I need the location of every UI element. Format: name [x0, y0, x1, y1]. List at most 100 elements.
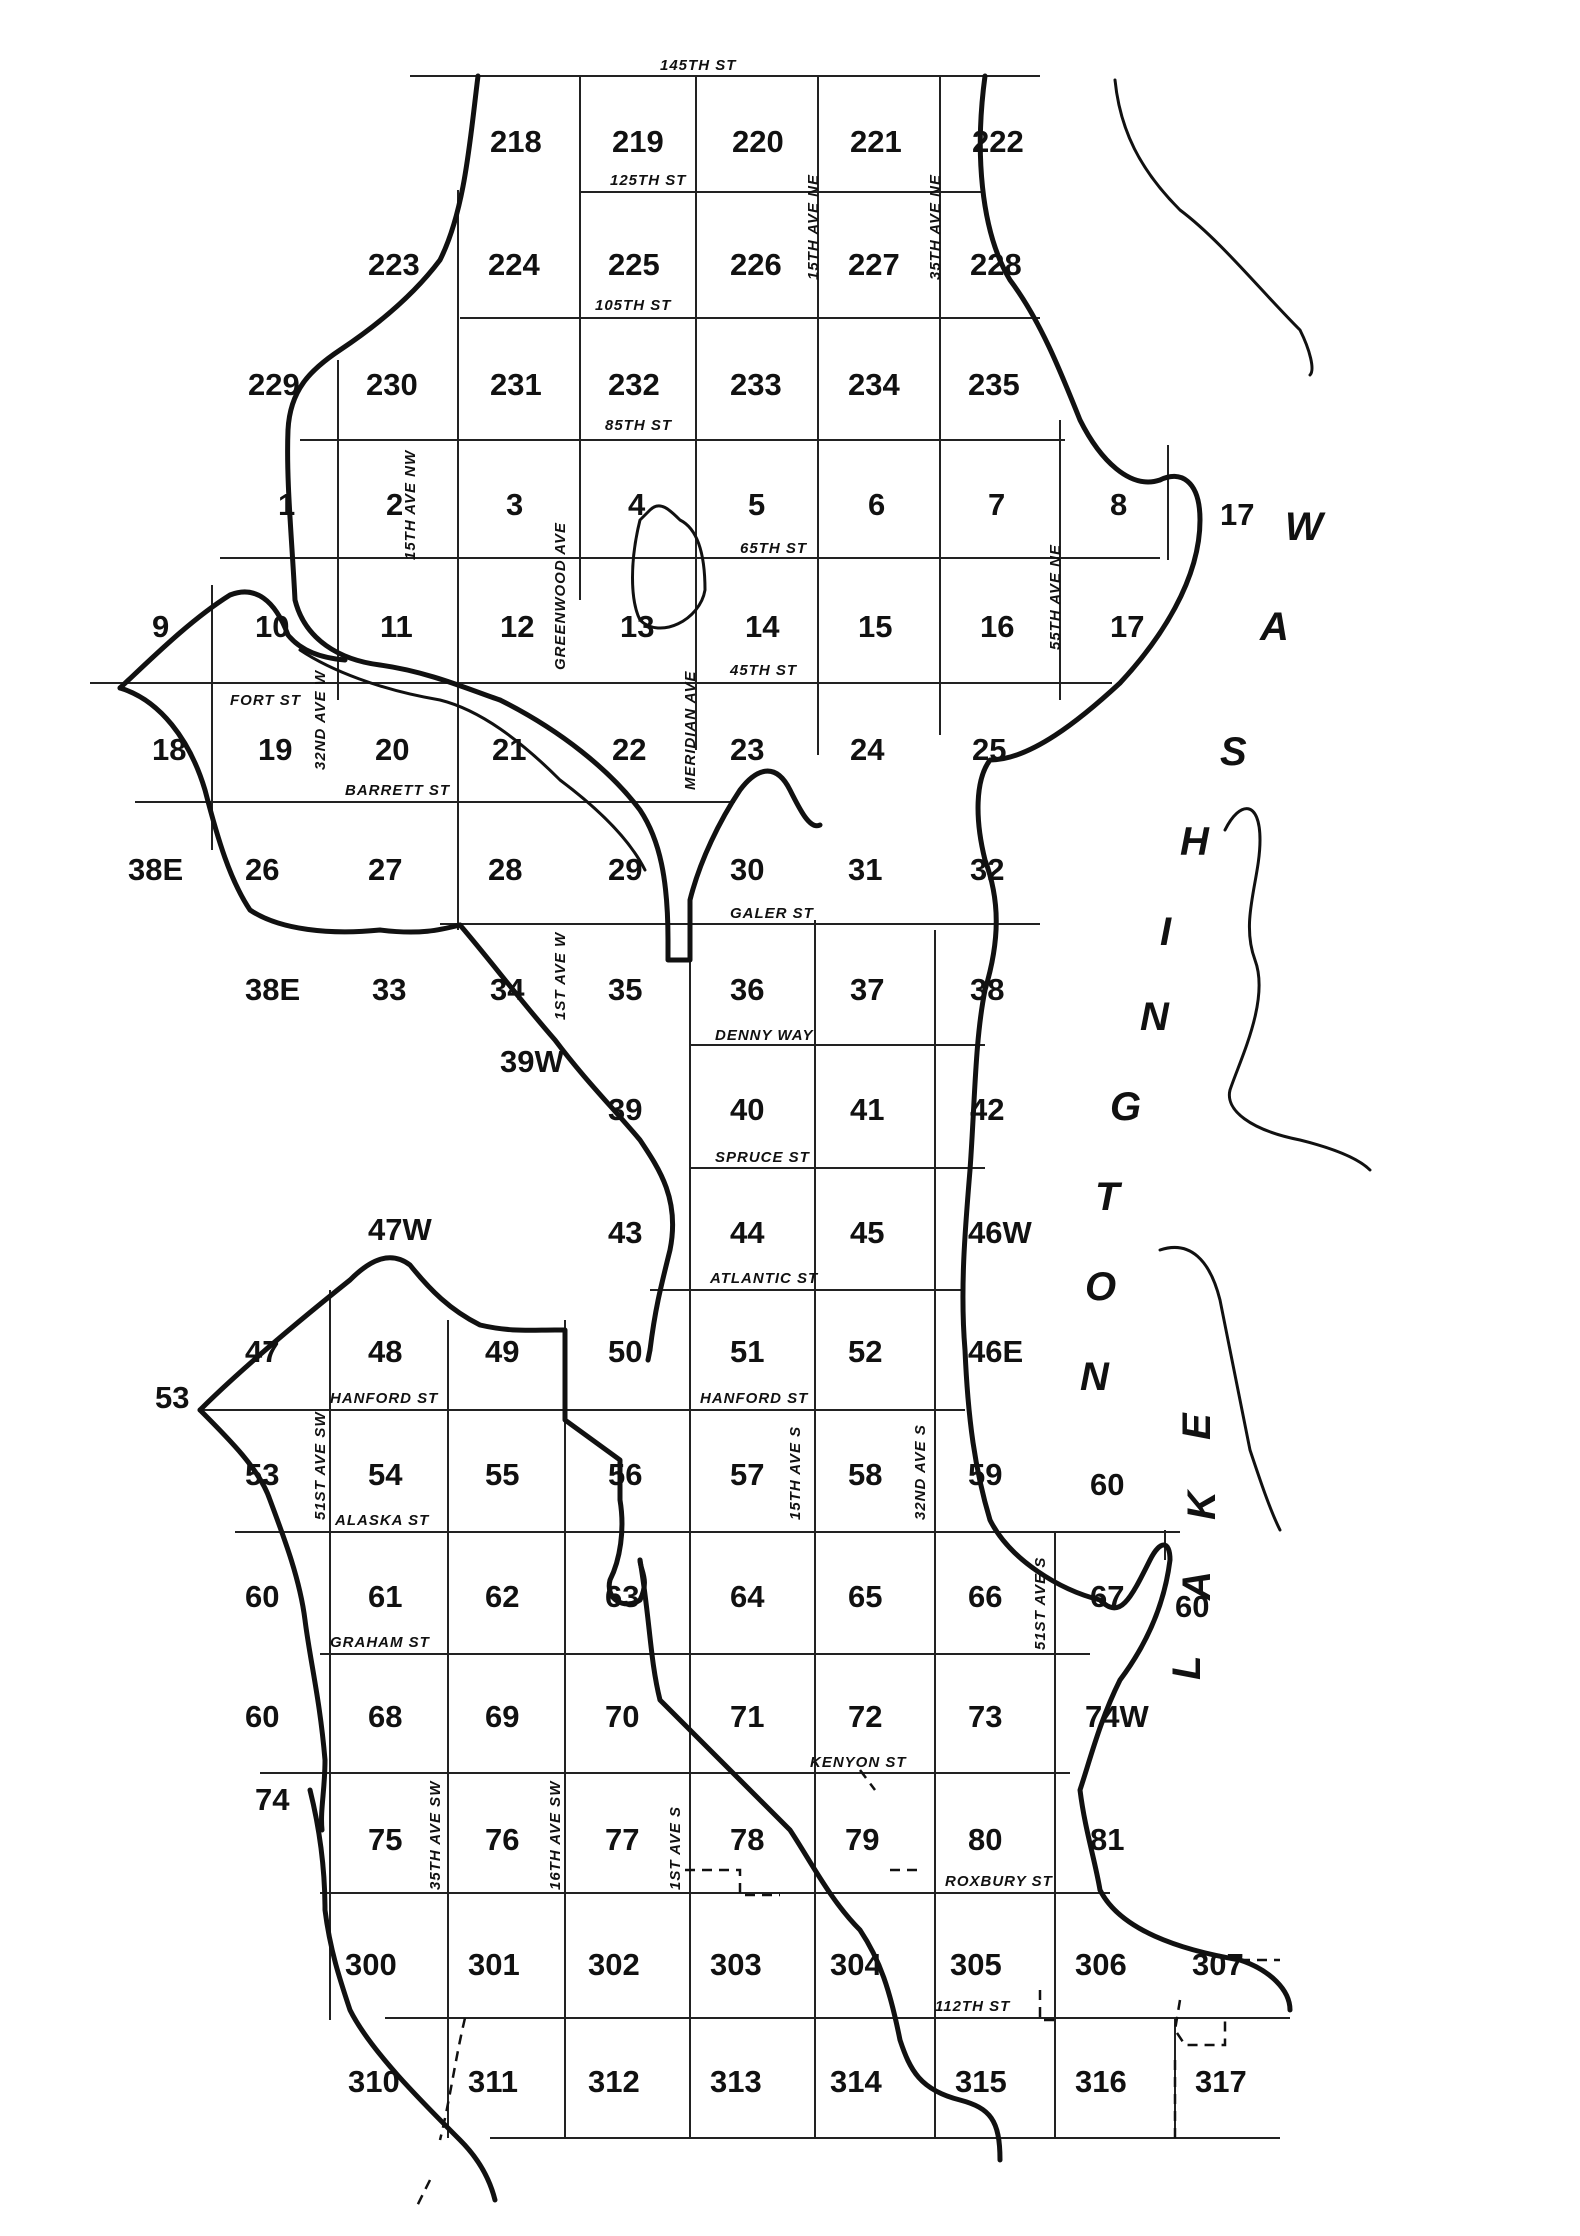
- street-denny-way: DENNY WAY: [715, 1027, 814, 1044]
- elliott-bay-shore: [457, 922, 676, 1353]
- section-number: 224: [488, 247, 540, 282]
- section-number: 312: [588, 2064, 640, 2099]
- section-number: 59: [968, 1457, 1002, 1492]
- section-number: 62: [485, 1579, 519, 1614]
- lake-washington-west-shore: [960, 73, 1293, 2013]
- section-number: 70: [605, 1699, 639, 1734]
- section-number: 10: [255, 609, 289, 644]
- section-number: 17: [1220, 497, 1254, 532]
- section-number: 68: [368, 1699, 402, 1734]
- section-number: 32: [970, 852, 1004, 887]
- section-number: 221: [850, 124, 902, 159]
- section-number: 307: [1192, 1947, 1244, 1982]
- section-number: 53: [245, 1457, 279, 1492]
- section-number: 29: [608, 852, 642, 887]
- section-number: 74: [255, 1782, 290, 1817]
- section-number: 311: [468, 2064, 518, 2099]
- street-16th-ave-sw: 16TH AVE SW: [547, 1780, 564, 1890]
- section-number: 76: [485, 1822, 519, 1857]
- section-number: 229: [248, 367, 300, 402]
- street-125th-st: 125TH ST: [610, 172, 687, 189]
- shilshole-bay: [117, 589, 348, 691]
- section-number: 230: [366, 367, 418, 402]
- section-number: 23: [730, 732, 764, 767]
- lake-east-shore-mid: [1223, 807, 1372, 1172]
- lake-letter: N: [1080, 1355, 1110, 1399]
- section-number: 67: [1090, 1579, 1124, 1614]
- section-number: 54: [368, 1457, 403, 1492]
- section-number: 28: [488, 852, 522, 887]
- shorelines: [117, 73, 1372, 2211]
- lake-letter: S: [1220, 730, 1247, 774]
- lake-letter: G: [1110, 1085, 1141, 1129]
- city-limit-dashes: [413, 1769, 1280, 2211]
- lake-letter: A: [1175, 1571, 1219, 1601]
- section-number: 231: [490, 367, 542, 402]
- section-number: 25: [972, 732, 1006, 767]
- section-number: 40: [730, 1092, 764, 1127]
- section-number: 43: [608, 1215, 642, 1250]
- section-number: 13: [620, 609, 654, 644]
- lake-east-shore-north: [1113, 78, 1314, 377]
- street-hanford-st-e: HANFORD ST: [700, 1390, 809, 1407]
- alki-shore: [197, 1407, 328, 1833]
- street-15th-ave-ne: 15TH AVE NE: [805, 174, 822, 280]
- section-number: 39W: [500, 1044, 564, 1079]
- street-32nd-ave-w: 32ND AVE W: [312, 669, 329, 770]
- section-number: 4: [628, 487, 646, 522]
- section-number: 1: [278, 487, 295, 522]
- section-number: 47: [245, 1334, 279, 1369]
- section-number: 232: [608, 367, 660, 402]
- puget-sound-north-shore: [285, 73, 503, 703]
- section-number: 77: [605, 1822, 639, 1857]
- section-number: 300: [345, 1947, 397, 1982]
- section-number: 66: [968, 1579, 1002, 1614]
- lake-letter: N: [1140, 995, 1170, 1039]
- section-number: 71: [730, 1699, 764, 1734]
- section-numbers: 218 219 220 221 222 223 224 225 226 227 …: [128, 124, 1254, 2099]
- section-number: 317: [1195, 2064, 1247, 2099]
- lake-letter: E: [1175, 1412, 1219, 1440]
- section-number: 16: [980, 609, 1014, 644]
- section-number: 33: [372, 972, 406, 1007]
- section-number: 310: [348, 2064, 400, 2099]
- section-number: 316: [1075, 2064, 1127, 2099]
- section-number: 313: [710, 2064, 762, 2099]
- section-number: 45: [850, 1215, 884, 1250]
- street-atlantic-st: ATLANTIC ST: [709, 1270, 819, 1287]
- section-number: 75: [368, 1822, 402, 1857]
- lake-letter: I: [1160, 910, 1172, 954]
- section-number: 303: [710, 1947, 762, 1982]
- section-number: 223: [368, 247, 420, 282]
- section-number: 15: [858, 609, 892, 644]
- section-number: 47W: [368, 1212, 432, 1247]
- section-number: 17: [1110, 609, 1144, 644]
- magnolia-shore: [117, 685, 463, 935]
- lake-letter: A: [1259, 605, 1289, 649]
- section-number: 73: [968, 1699, 1002, 1734]
- section-number: 38E: [128, 852, 183, 887]
- section-number: 35: [608, 972, 642, 1007]
- section-number: 21: [492, 732, 526, 767]
- section-number: 46W: [968, 1215, 1032, 1250]
- street-112th-st: 112TH ST: [935, 1998, 1011, 2015]
- section-number: 218: [490, 124, 542, 159]
- section-number: 306: [1075, 1947, 1127, 1982]
- section-number: 56: [608, 1457, 642, 1492]
- section-number: 60: [245, 1699, 279, 1734]
- section-number: 233: [730, 367, 782, 402]
- section-number: 55: [485, 1457, 519, 1492]
- section-number: 63: [605, 1579, 639, 1614]
- section-number: 20: [375, 732, 409, 767]
- section-number: 46E: [968, 1334, 1023, 1369]
- west-seattle-shore: [197, 1255, 558, 1413]
- street-spruce-st: SPRUCE ST: [715, 1149, 811, 1166]
- section-number: 301: [468, 1947, 520, 1982]
- street-145th-st-top: 145TH ST: [660, 57, 737, 74]
- section-number: 60: [1090, 1467, 1124, 1502]
- street-51st-ave-sw: 51ST AVE SW: [312, 1411, 329, 1520]
- section-number: 58: [848, 1457, 882, 1492]
- street-graham-st: GRAHAM ST: [330, 1634, 431, 1651]
- section-number: 12: [500, 609, 534, 644]
- duwamish-river: [637, 1557, 1003, 2163]
